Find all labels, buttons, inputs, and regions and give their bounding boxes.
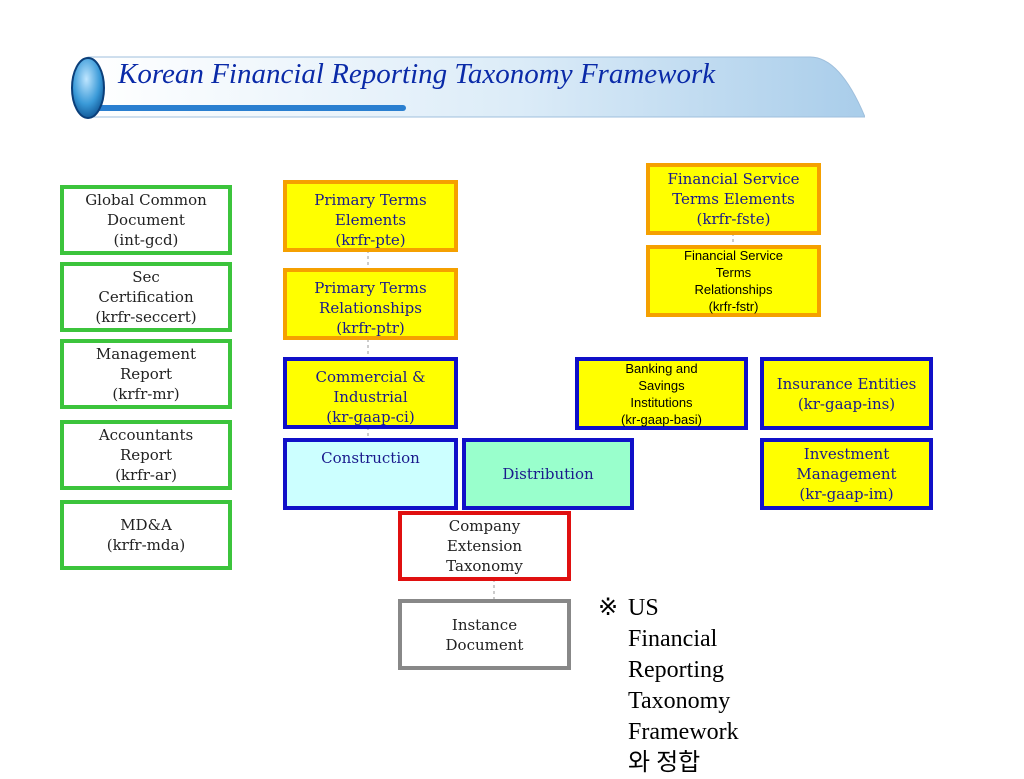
banking-savings-institutions-box[interactable]: Banking and Savings Institutions (kr-gaa…: [575, 357, 748, 430]
distribution-box[interactable]: Distribution: [462, 438, 634, 510]
reference-mark: ※: [598, 595, 619, 621]
accountants-report-box[interactable]: Accountants Report (krfr-ar): [60, 420, 232, 490]
investment-management-box[interactable]: Investment Management (kr-gaap-im): [760, 438, 933, 510]
financial-service-terms-elements-box[interactable]: Financial Service Terms Elements (krfr-f…: [646, 163, 821, 235]
financial-service-terms-relationships-box[interactable]: Financial Service Terms Relationships (k…: [646, 245, 821, 317]
page-title: Korean Financial Reporting Taxonomy Fram…: [118, 58, 716, 90]
company-extension-taxonomy-box[interactable]: Company Extension Taxonomy: [398, 511, 571, 581]
instance-document-box[interactable]: Instance Document: [398, 599, 571, 670]
sec-certification-box[interactable]: Sec Certification (krfr-seccert): [60, 262, 232, 332]
note-text: US Financial Reporting Taxonomy Framewor…: [628, 595, 739, 776]
construction-box[interactable]: Construction: [283, 438, 458, 510]
global-common-document-box[interactable]: Global Common Document (int-gcd): [60, 185, 232, 255]
commercial-industrial-box[interactable]: Commercial & Industrial (kr-gaap-ci): [283, 357, 458, 429]
mda-box[interactable]: MD&A (krfr-mda): [60, 500, 232, 570]
management-report-box[interactable]: Management Report (krfr-mr): [60, 339, 232, 409]
title-banner: [71, 56, 865, 119]
primary-terms-elements-box[interactable]: Primary Terms Elements (krfr-pte): [283, 180, 458, 252]
insurance-entities-box[interactable]: Insurance Entities (kr-gaap-ins): [760, 357, 933, 430]
primary-terms-relationships-box[interactable]: Primary Terms Relationships (krfr-ptr): [283, 268, 458, 340]
